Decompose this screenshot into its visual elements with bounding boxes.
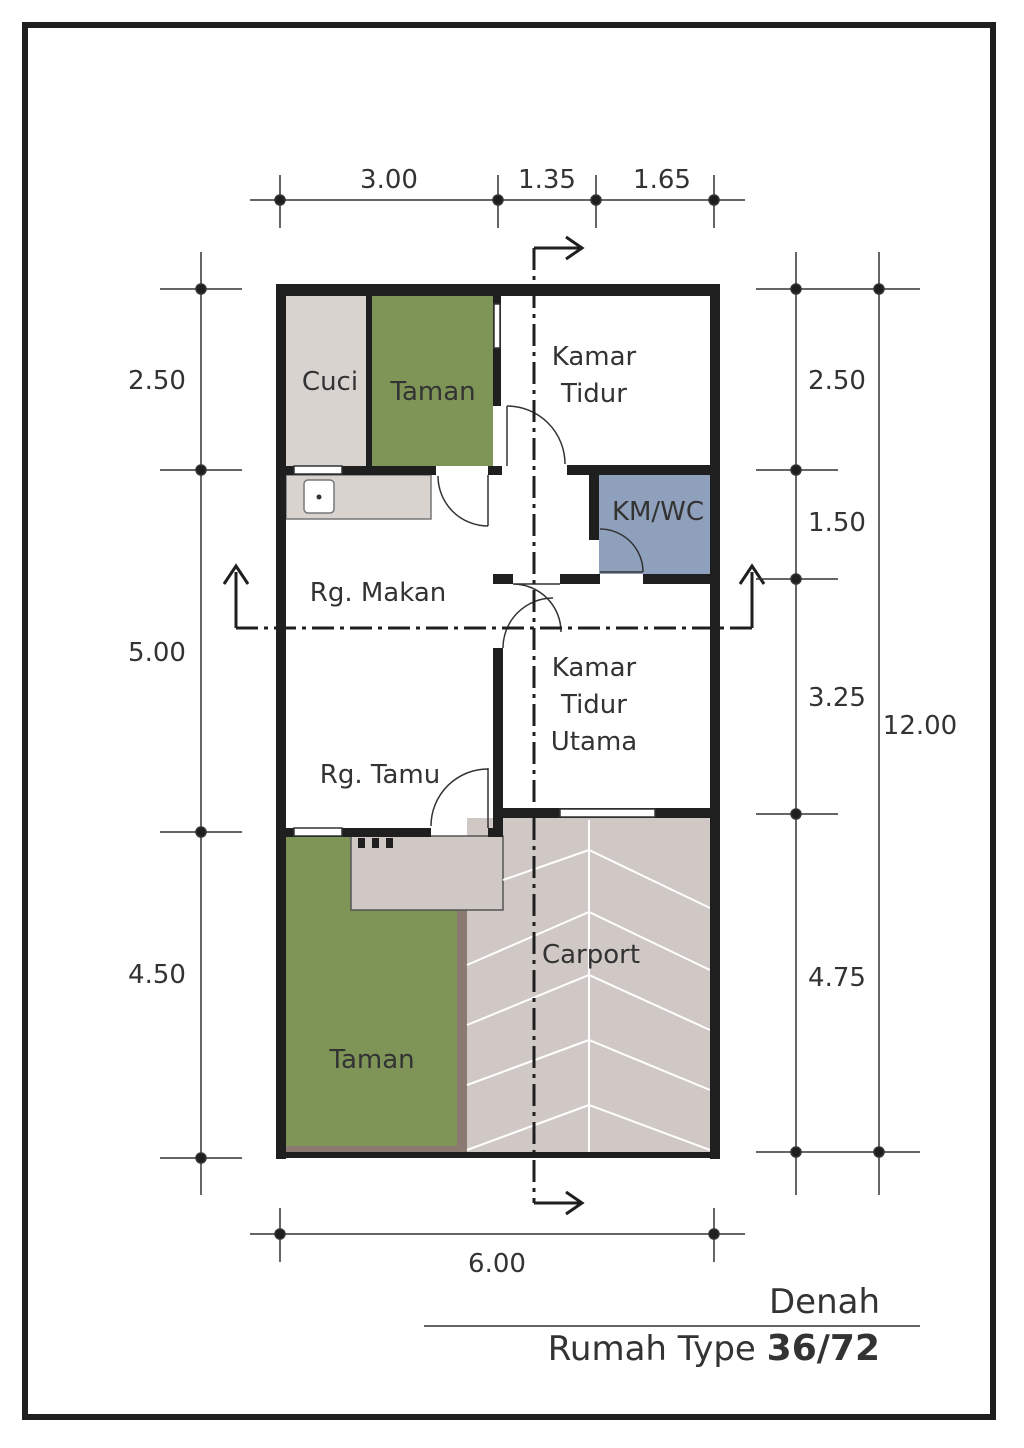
dim-total-height: 12.00 [883, 711, 957, 741]
doors [430, 405, 644, 828]
wall-wc-left [589, 465, 599, 540]
dim-right-2: 1.50 [808, 508, 866, 538]
room-kamar-utama-line3: Utama [551, 727, 637, 757]
kmwc-floor [599, 475, 710, 574]
room-labels: Cuci Taman Kamar Tidur KM/WC Rg. Makan K… [302, 342, 704, 1075]
dim-left-3: 4.50 [128, 960, 186, 990]
wall-utama-top [560, 574, 600, 584]
dim-right-4: 4.75 [808, 963, 866, 993]
arrow-up-icon [738, 563, 766, 585]
wall-cuci-taman [366, 296, 372, 466]
room-taman-bottom: Taman [328, 1045, 414, 1075]
room-carport: Carport [542, 940, 640, 970]
wall-utama-left [493, 648, 503, 836]
window [293, 827, 343, 837]
drawing-frame [22, 22, 996, 1420]
wall-makan-mid [493, 574, 513, 584]
dim-right-1: 2.50 [808, 366, 866, 396]
wall-tamu-bottom-right [488, 828, 503, 837]
carport-pattern [466, 820, 711, 1152]
title-line1: Denah [769, 1282, 880, 1322]
dim-left-2: 5.00 [128, 638, 186, 668]
door-utama-lower [502, 597, 554, 649]
section-lines [222, 235, 766, 1216]
wall-outer-right [710, 284, 720, 1159]
floor-fills [285, 296, 711, 1154]
room-rg-makan: Rg. Makan [310, 578, 446, 608]
wall-outer-left [276, 284, 286, 1159]
dim-left-1: 2.50 [128, 366, 186, 396]
arrow-right-icon [565, 1190, 585, 1216]
kitchen-sink-drain [316, 494, 322, 500]
room-kmwc: KM/WC [612, 497, 704, 527]
windows [293, 303, 656, 837]
door-tamu [430, 768, 489, 828]
room-taman-top: Taman [389, 377, 475, 407]
teras-step [386, 838, 393, 848]
cuci-floor [286, 296, 366, 466]
door-kamar-tidur [506, 405, 566, 466]
room-kamar-tidur-line2: Tidur [560, 379, 627, 409]
window [493, 303, 501, 349]
title-line2-prefix: Rumah Type [548, 1329, 767, 1369]
wall-row1-mid [488, 466, 502, 475]
room-kamar-tidur-line1: Kamar [552, 342, 637, 372]
teras-step [358, 838, 365, 848]
window [559, 808, 656, 818]
wall-row1-left [286, 466, 436, 475]
dimension-labels: 3.00 1.35 1.65 2.50 5.00 4.50 2.50 1.50 … [128, 165, 957, 1279]
room-cuci: Cuci [302, 367, 358, 397]
wall-outer-top [276, 284, 720, 296]
window [293, 465, 343, 475]
taman-bottom-edge [457, 910, 467, 1152]
title-line2-bold: 36/72 [767, 1328, 880, 1369]
title-line2: Rumah Type 36/72 [548, 1328, 880, 1369]
arrow-up-icon [222, 563, 250, 585]
room-rg-tamu: Rg. Tamu [320, 760, 440, 790]
door-kitchen [437, 475, 489, 527]
wall-wc-bottom [643, 574, 710, 584]
teras-floor [350, 835, 504, 911]
dim-right-3: 3.25 [808, 683, 866, 713]
dim-total-width: 6.00 [468, 1249, 526, 1279]
room-kamar-utama-line1: Kamar [552, 653, 637, 683]
dim-top-1: 3.00 [360, 165, 418, 195]
dimension-lines [160, 175, 920, 1262]
dim-top-2: 1.35 [518, 165, 576, 195]
teras-step [372, 838, 379, 848]
taman-bottom-edge-bottom [286, 1146, 467, 1154]
title-block: Denah Rumah Type 36/72 [424, 1282, 920, 1369]
door-kmwc [599, 528, 644, 573]
dim-top-3: 1.65 [633, 165, 691, 195]
door-utama [512, 583, 562, 633]
wall-taman-kamar [493, 296, 501, 406]
taman-top-floor [372, 296, 493, 466]
wall-tamu-bottom-left [286, 828, 431, 837]
room-kamar-utama-line2: Tidur [560, 690, 627, 720]
wall-outer-bottom [276, 1152, 720, 1158]
arrow-right-icon [565, 235, 585, 261]
wall-kamar-bottom [567, 465, 710, 475]
